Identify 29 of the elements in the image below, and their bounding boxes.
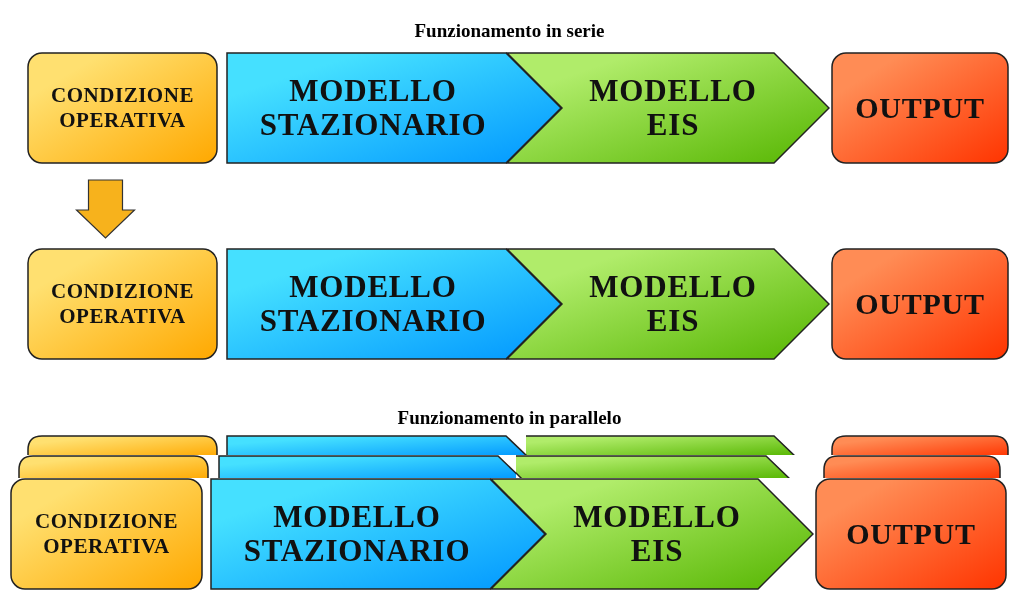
node-label: MODELLO EIS — [572, 500, 742, 568]
process-step — [218, 455, 516, 478]
block-arrow — [75, 179, 136, 239]
node-label: MODELLO STAZIONARIO — [242, 500, 472, 568]
section-heading: Funzionamento in serie — [414, 20, 605, 42]
condition-box — [27, 248, 218, 360]
node-label: OUTPUT — [854, 91, 986, 125]
output-box — [831, 248, 1009, 360]
process-step — [226, 248, 562, 360]
node-label: CONDIZIONE OPERATIVA — [34, 509, 179, 559]
output-box — [831, 52, 1009, 164]
node-label: OUTPUT — [845, 517, 977, 551]
process-step — [506, 52, 830, 164]
output-box — [831, 435, 1009, 455]
process-step — [226, 52, 562, 164]
section-heading: Funzionamento in parallelo — [397, 407, 622, 429]
node-label: MODELLO STAZIONARIO — [258, 270, 488, 338]
condition-box — [27, 52, 218, 164]
condition-box — [18, 455, 209, 478]
node-label: CONDIZIONE OPERATIVA — [50, 83, 195, 133]
condition-box — [27, 435, 218, 455]
node-label: MODELLO EIS — [588, 270, 758, 338]
node-label: CONDIZIONE OPERATIVA — [50, 279, 195, 329]
process-step — [506, 248, 830, 360]
process-step — [226, 435, 526, 455]
node-label: MODELLO STAZIONARIO — [258, 74, 488, 142]
node-label: OUTPUT — [854, 287, 986, 321]
output-box — [823, 455, 1001, 478]
node-label: MODELLO EIS — [588, 74, 758, 142]
